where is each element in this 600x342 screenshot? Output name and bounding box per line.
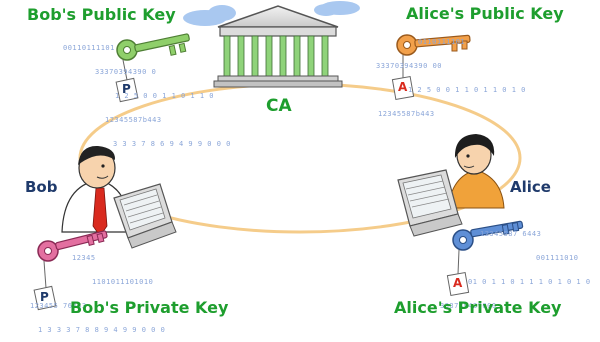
- alice-public-key-icon: [396, 34, 471, 56]
- alice-private-tag: [446, 249, 470, 296]
- cloud-right-icon: [314, 1, 360, 16]
- alice-public-tag: [391, 55, 415, 100]
- alice-private-key-label: Alice's Private Key: [394, 298, 562, 317]
- bob-public-key-label: Bob's Public Key: [27, 5, 176, 24]
- alice-computer-icon: [397, 169, 463, 237]
- bob-private-key-label: Bob's Private Key: [70, 298, 229, 317]
- bob-private-digits: 12345 1101011101010 123455 76443 1 3 3 3…: [30, 254, 166, 334]
- alice-label: Alice: [510, 178, 551, 196]
- bob-private-tag-letter: P: [40, 290, 49, 304]
- bob-public-tag: [115, 59, 139, 103]
- alice-public-digits: 0110111101 33370394390 00 1 2 5 0 0 1 1 …: [376, 38, 526, 118]
- alice-private-tag-letter: A: [453, 276, 463, 290]
- bob-private-tag: [33, 260, 57, 311]
- bob-public-key-icon: [116, 33, 190, 61]
- alice-public-tag-letter: A: [398, 80, 408, 94]
- bob-label: Bob: [25, 178, 58, 196]
- alice-private-digits: 12345587 6443 001111010 01 0 1 1 0 1 1 1…: [440, 230, 591, 310]
- bob-public-tag-letter: P: [122, 82, 131, 96]
- alice-private-key-icon: [452, 220, 524, 251]
- ca-label: CA: [266, 96, 292, 116]
- bob-public-digits: 00110111101 33370394390 0 1 2 5 0 0 1 1 …: [63, 44, 231, 148]
- alice-person-icon: [447, 134, 505, 209]
- bob-private-key-icon: [37, 230, 108, 262]
- pki-diagram: [33, 1, 524, 311]
- cloud-left-icon: [183, 5, 236, 26]
- bob-person-icon: [61, 145, 133, 237]
- ca-building-icon: [213, 5, 343, 88]
- alice-public-key-label: Alice's Public Key: [406, 4, 564, 23]
- bob-computer-icon: [113, 183, 177, 249]
